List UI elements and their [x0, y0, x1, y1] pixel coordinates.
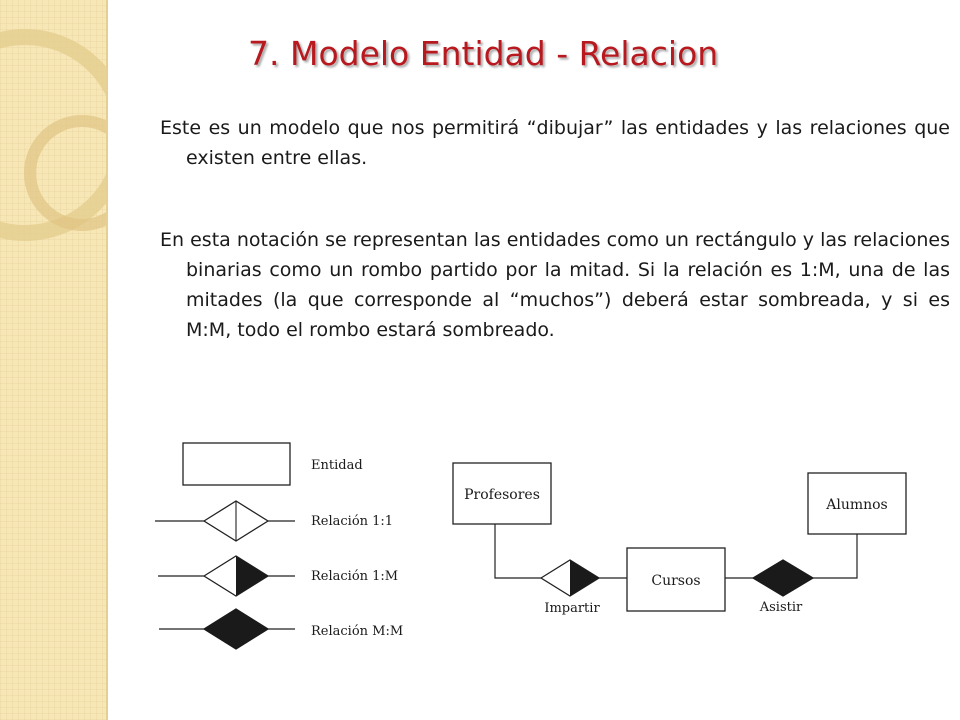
entity-profesores-box	[452, 462, 552, 525]
entity-cursos-label: Cursos	[651, 573, 700, 589]
legend-rel-1-m-label: Relación 1:M	[311, 569, 398, 584]
entity-profesores-label: Profesores	[464, 487, 540, 503]
notation-paragraph: En esta notación se representan las enti…	[160, 229, 950, 341]
entity-alumnos-box	[807, 472, 907, 535]
legend-entity-rect	[182, 442, 291, 486]
legend-entity-label: Entidad	[311, 458, 363, 473]
entity-cursos-box	[626, 547, 726, 612]
legend: Entidad Relación 1:1 Relación 1:M Relaci…	[155, 442, 403, 650]
legend-rel-m-m-label: Relación M:M	[311, 624, 403, 639]
rel-impartir-shaded-half	[570, 560, 599, 596]
rel-impartir-label: Impartir	[544, 601, 600, 616]
decorative-side-band	[0, 0, 108, 720]
connector-asistir-alumnos	[813, 534, 858, 579]
legend-rel-1-1-label: Relación 1:1	[311, 514, 393, 529]
legend-rel-m-m-diamond	[202, 608, 270, 650]
example-diagram: Profesores Alumnos Cursos Impartir Asist…	[452, 462, 907, 616]
decorative-circles	[0, 29, 106, 241]
connector-profesores-impartir	[494, 524, 541, 579]
legend-rel-1-m-shaded-half	[236, 556, 268, 596]
rel-asistir-diamond	[751, 559, 815, 597]
rel-asistir-label: Asistir	[759, 600, 803, 615]
intro-paragraph: Este es un modelo que nos permitirá “dib…	[160, 117, 950, 169]
entity-alumnos-label: Alumnos	[825, 497, 888, 513]
slide-title: 7. Modelo Entidad - Relacion	[248, 34, 719, 73]
